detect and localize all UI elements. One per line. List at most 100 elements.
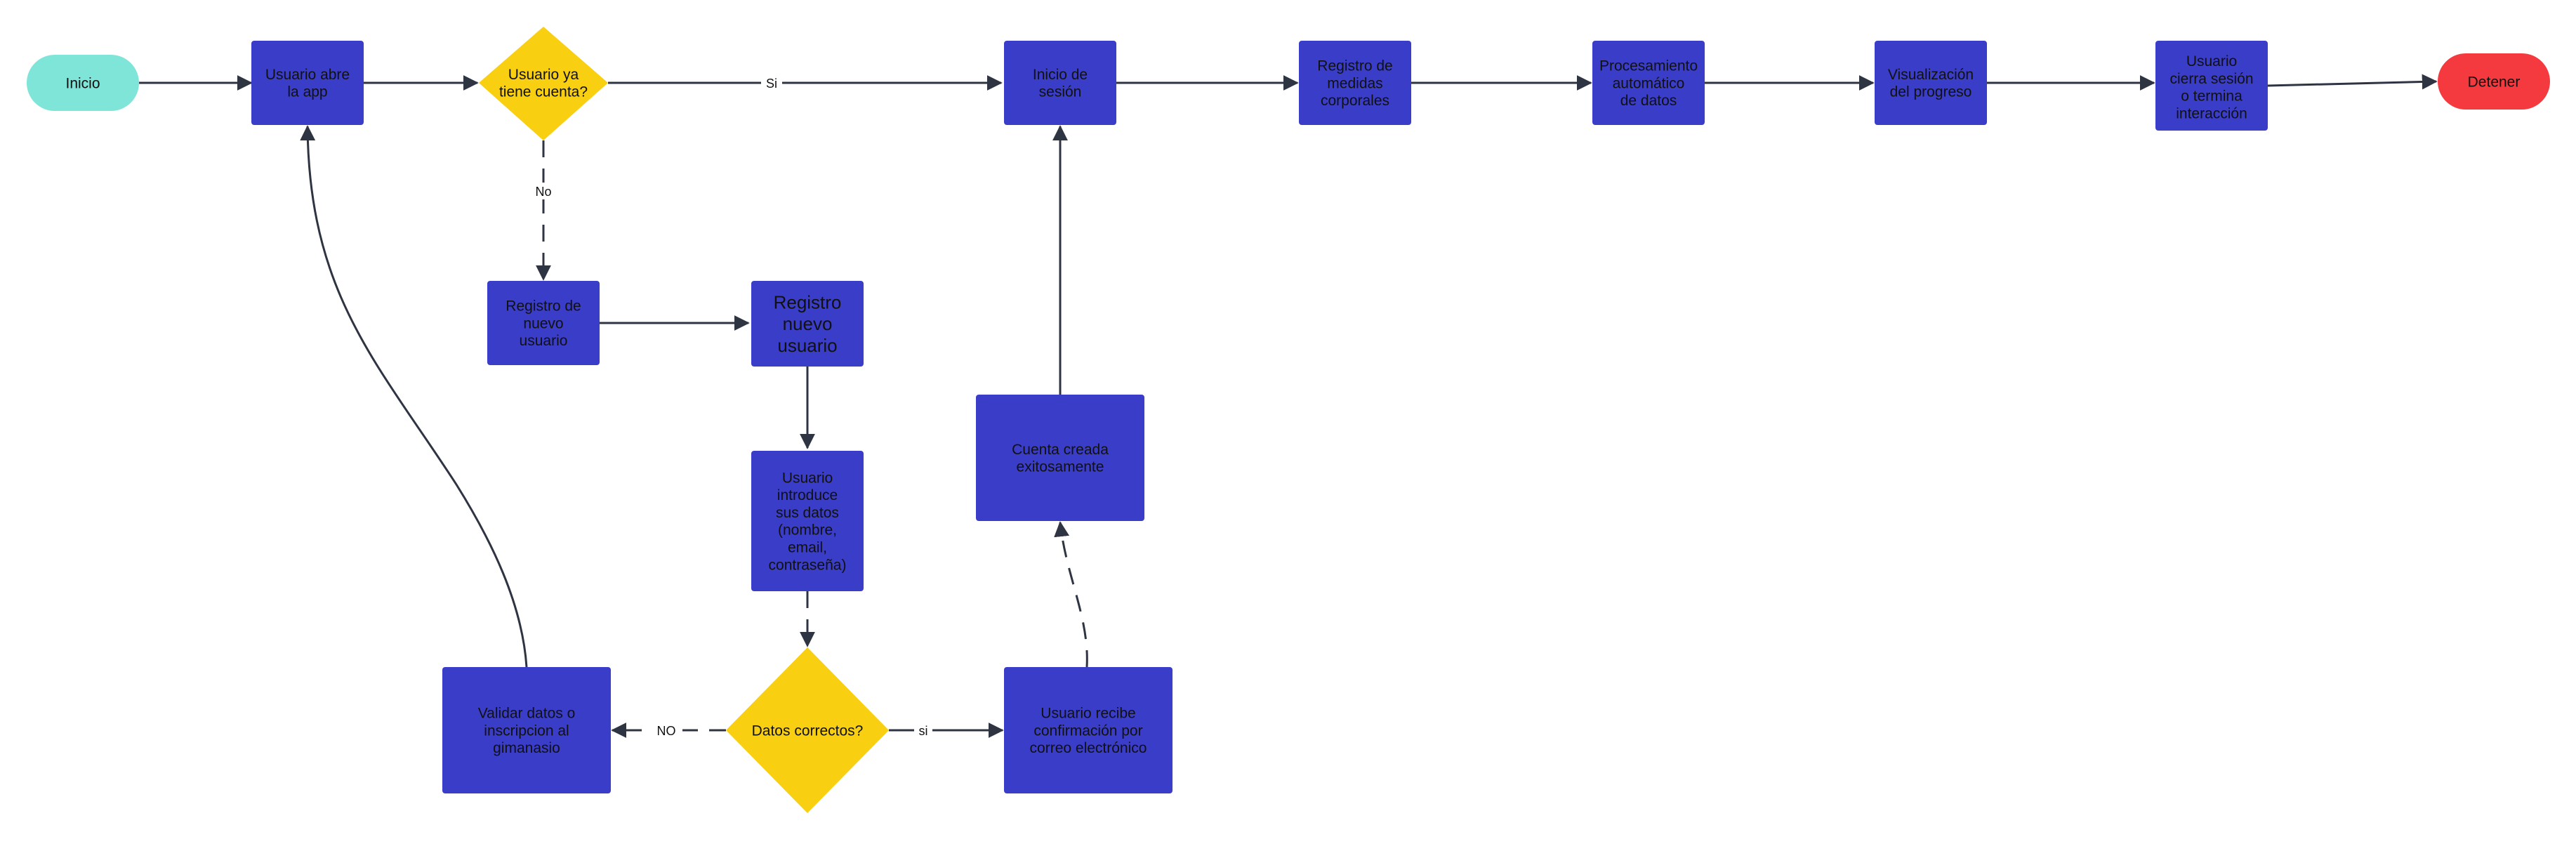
node-label-line: Usuario <box>2186 53 2237 70</box>
node-label-line: correo electrónico <box>1030 740 1147 756</box>
process-shape <box>1592 41 1705 125</box>
node-label-line: Registro de <box>506 298 581 315</box>
edge-label-si-bottom-text: si <box>919 724 928 738</box>
node-datos-correctos[interactable]: Datos correctos? <box>726 647 889 813</box>
node-label-line: Datos correctos? <box>752 723 864 739</box>
edge-recibe-confirmacion-to-cuenta-creada <box>1054 521 1088 668</box>
process-shape <box>1299 41 1411 125</box>
node-label-line: introduce <box>777 487 838 503</box>
node-label-line: Usuario abre <box>265 67 350 83</box>
node-label-line: del progreso <box>1890 84 1972 100</box>
node-label-line: Inicio <box>65 75 100 91</box>
node-label-line: interacción <box>2176 106 2247 122</box>
edge-labels: Si No NO si <box>532 74 932 739</box>
node-label-line: usuario <box>520 333 568 349</box>
process-shape <box>976 395 1144 521</box>
node-label-line: Usuario ya <box>508 67 579 83</box>
process-shape <box>1004 41 1116 125</box>
edges <box>139 74 2438 738</box>
process-shape <box>751 281 864 367</box>
node-label-line: sus datos <box>776 505 839 521</box>
node-inicio[interactable]: Inicio <box>27 55 139 111</box>
node-label-line: corporales <box>1321 93 1389 109</box>
process-shape <box>1004 667 1173 793</box>
node-label-line: gimanasio <box>493 740 560 756</box>
node-label-line: Cuenta creada <box>1012 442 1109 458</box>
node-label-line: confirmación por <box>1033 723 1142 739</box>
node-label-line: contraseña) <box>769 557 847 573</box>
node-label-line: de datos <box>1620 93 1677 109</box>
node-label-line: Detener <box>2468 74 2521 90</box>
edge-label-si-top: Si <box>761 74 782 91</box>
node-label-line: inscripcion al <box>484 723 569 739</box>
node-inicio-label: Inicio <box>65 75 100 91</box>
process-shape <box>751 451 864 591</box>
node-label-line: automático <box>1613 75 1685 91</box>
node-label-line: cierra sesión <box>2169 71 2253 87</box>
node-detener[interactable]: Detener <box>2438 53 2550 110</box>
node-label-line: nuevo <box>783 313 833 334</box>
node-label-line: Registro de <box>1317 58 1392 74</box>
process-shape <box>1875 41 1987 125</box>
decision-shape <box>726 647 889 813</box>
node-label-line: Validar datos o <box>478 706 576 722</box>
edge-label-no-left: No <box>532 183 556 199</box>
edge-label-no-bottom: NO <box>650 722 682 739</box>
start-shape <box>27 55 139 111</box>
node-label-line: medidas <box>1327 75 1382 91</box>
node-label-line: la app <box>287 84 327 100</box>
end-shape <box>2438 53 2550 110</box>
node-label-line: nuevo <box>523 315 563 331</box>
node-label-line: usuario <box>777 335 837 356</box>
node-label-line: Procesamiento <box>1599 58 1698 74</box>
process-shape <box>442 667 611 793</box>
node-label-line: Inicio de <box>1033 67 1088 83</box>
decision-shape <box>479 27 608 140</box>
edge-label-no-bottom-text: NO <box>657 724 676 738</box>
node-label-line: Usuario recibe <box>1041 706 1135 722</box>
node-label-line: email, <box>788 540 827 556</box>
node-datos-correctos-label: Datos correctos? <box>752 723 864 739</box>
process-shape <box>251 41 364 125</box>
node-label-line: Registro <box>774 291 842 312</box>
node-label-line: exitosamente <box>1017 459 1104 475</box>
edge-label-si-top-text: Si <box>766 77 777 91</box>
node-label-line: tiene cuenta? <box>499 84 588 100</box>
process-shape <box>487 281 600 365</box>
edge-label-no-left-text: No <box>535 185 551 199</box>
edge-validar-datos-to-usuario-abre-app <box>300 125 528 668</box>
node-label-line: Visualización <box>1888 67 1974 83</box>
node-label-line: Usuario <box>782 470 833 486</box>
node-label-line: o termina <box>2181 88 2243 105</box>
edge-label-si-bottom: si <box>914 722 932 739</box>
process-shape <box>2155 41 2268 131</box>
edge-cierra-sesion-to-detener <box>2267 74 2438 90</box>
